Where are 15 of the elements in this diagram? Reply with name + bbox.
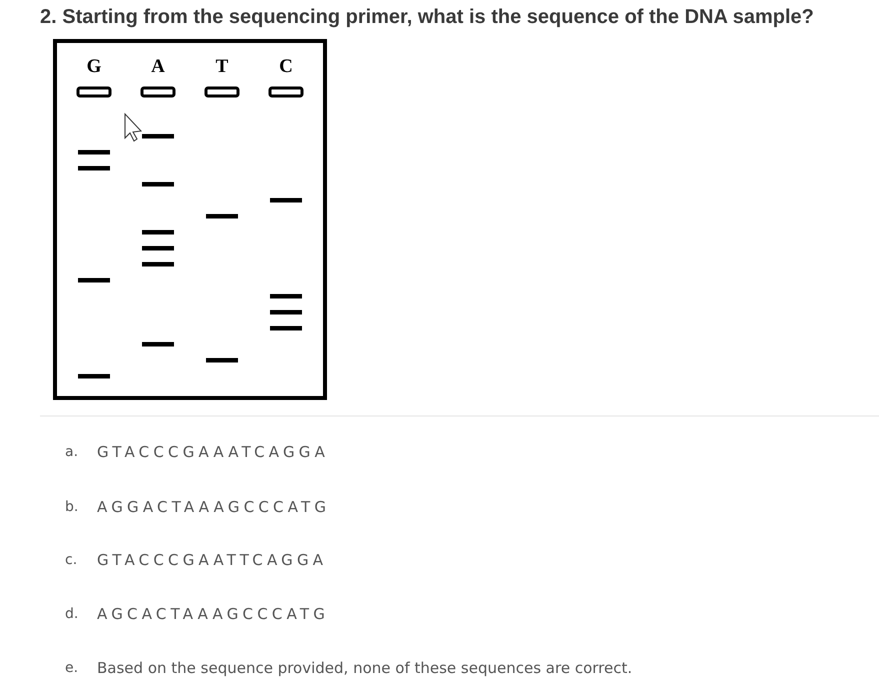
- lane-label: T: [214, 56, 230, 78]
- lane-label: G: [86, 56, 102, 78]
- option-letter: e.: [65, 660, 78, 676]
- option-letter: d.: [65, 606, 78, 622]
- option-letter: a.: [65, 444, 78, 460]
- sequence-option: GTACCCGAATTCAGGA: [97, 551, 328, 569]
- option-letter: c.: [65, 552, 78, 568]
- sequence-option: AGGACTAAAGCCCATG: [97, 498, 330, 516]
- question-heading: 2. Starting from the sequencing primer, what is the sequence of the DNA sample?: [40, 6, 814, 29]
- sequence-option: AGCACTAAAGCCCATG: [97, 605, 330, 623]
- lane-label: A: [150, 56, 166, 78]
- sequence-option: GTACCCGAAATCAGGA: [97, 443, 330, 461]
- option-letter: b.: [65, 499, 78, 515]
- answer-option: Based on the sequence provided, none of these sequences are correct.: [97, 659, 632, 677]
- lane-label: C: [278, 56, 294, 78]
